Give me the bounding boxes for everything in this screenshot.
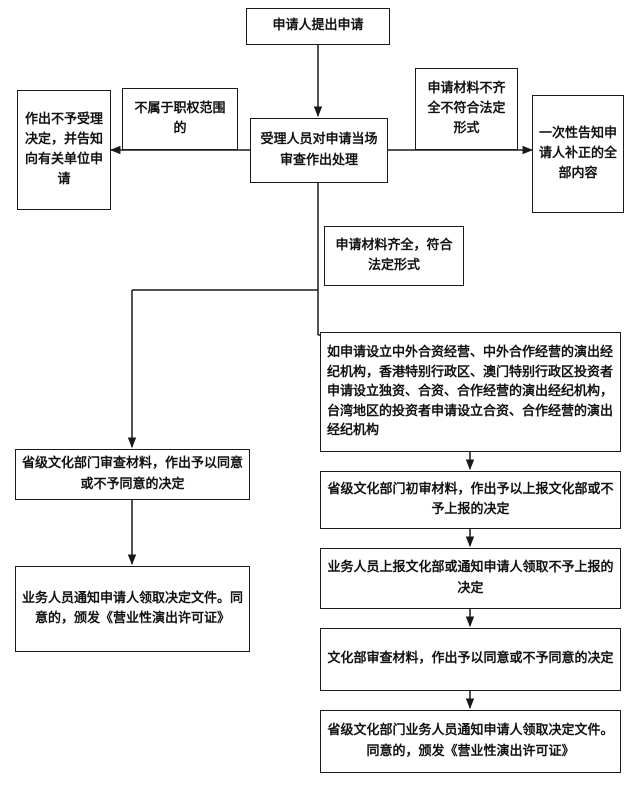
node-incomplete: 申请材料不齐全不符合法定形式 [415,68,518,150]
node-report: 业务人员上报文化部或通知申请人领取不予上报的决定 [320,548,621,609]
node-start: 申请人提出申请 [246,8,390,45]
node-supplement: 一次性告知申请人补正的全部内容 [532,95,624,213]
node-final-notify: 省级文化部门业务人员通知申请人领取决定文件。同意的，颁发《营业性演出许可证》 [320,710,621,773]
node-complete: 申请材料齐全，符合法定形式 [324,226,464,286]
node-provincial-review: 省级文化部门审查材料，作出予以同意或不予同意的决定 [15,449,250,500]
node-review: 受理人员对申请当场审查作出处理 [250,118,388,183]
node-reject-notice: 作出不予受理决定，并告知向有关单位申请 [17,90,111,210]
node-out-of-scope: 不属于职权范围的 [122,88,238,150]
node-prelim-review: 省级文化部门初审材料，作出予以上报文化部或不予上报的决定 [320,471,621,529]
node-notify-license: 业务人员通知申请人领取决定文件。同意的，颁发《营业性演出许可证》 [15,566,250,652]
node-foreign-case: 如申请设立中外合资经营、中外合作经营的演出经纪机构，香港特别行政区、澳门特别行政… [320,332,621,452]
node-ministry-review: 文化部审查材料，作出予以同意或不予同意的决定 [320,628,621,691]
